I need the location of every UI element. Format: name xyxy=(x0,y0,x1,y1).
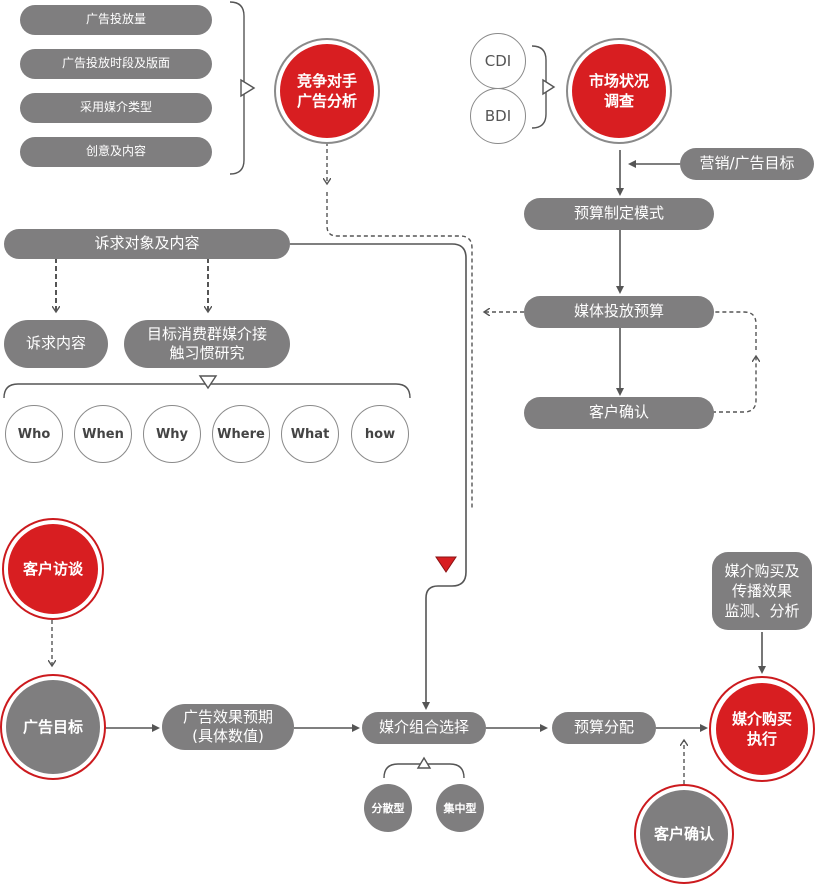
budget-allocation-node: 预算分配 xyxy=(552,712,656,744)
bracket-pointer xyxy=(240,78,256,98)
list-item-creative: 创意及内容 xyxy=(20,137,212,167)
w-why: Why xyxy=(143,405,201,463)
marketing-goal-node: 营销/广告目标 xyxy=(680,148,814,180)
media-buy-node: 媒介购买 执行 xyxy=(716,683,808,775)
budget-mode-node: 预算制定模式 xyxy=(524,198,714,230)
monitor-node: 媒介购买及 传播效果 监测、分析 xyxy=(712,552,812,630)
bracket-cdi-pointer xyxy=(542,78,556,96)
red-triangle-marker xyxy=(435,556,457,573)
list-item-ad-volume: 广告投放量 xyxy=(20,5,212,35)
w-where: Where xyxy=(212,405,270,463)
ad-goal-node: 广告目标 xyxy=(6,680,100,774)
cdi-node: CDI xyxy=(470,33,526,89)
client-interview-node: 客户访谈 xyxy=(8,524,98,614)
appeal-content-node: 诉求内容 xyxy=(4,320,108,368)
w-what: What xyxy=(281,405,339,463)
media-mix-node: 媒介组合选择 xyxy=(362,712,486,744)
competitor-analysis-node: 竞争对手 广告分析 xyxy=(280,44,374,138)
bdi-node: BDI xyxy=(470,88,526,144)
client-confirm-bottom-node: 客户确认 xyxy=(640,790,728,878)
market-research-node: 市场状况 调查 xyxy=(572,44,666,138)
media-budget-node: 媒体投放预算 xyxy=(524,296,714,328)
ad-effect-node: 广告效果预期 (具体数值) xyxy=(162,704,294,750)
client-confirm-top-node: 客户确认 xyxy=(524,397,714,429)
mix-type-scattered: 分散型 xyxy=(364,784,412,832)
consumer-research-node: 目标消费群媒介接 触习惯研究 xyxy=(124,320,290,368)
w-when: When xyxy=(74,405,132,463)
w-how: how xyxy=(351,405,409,463)
competitor-to-mix-dashed xyxy=(326,192,473,508)
list-item-ad-slot: 广告投放时段及版面 xyxy=(20,49,212,79)
w-who: Who xyxy=(5,405,63,463)
mix-type-concentrated: 集中型 xyxy=(436,784,484,832)
list-item-media-type: 采用媒介类型 xyxy=(20,93,212,123)
appeal-target-node: 诉求对象及内容 xyxy=(4,229,290,259)
